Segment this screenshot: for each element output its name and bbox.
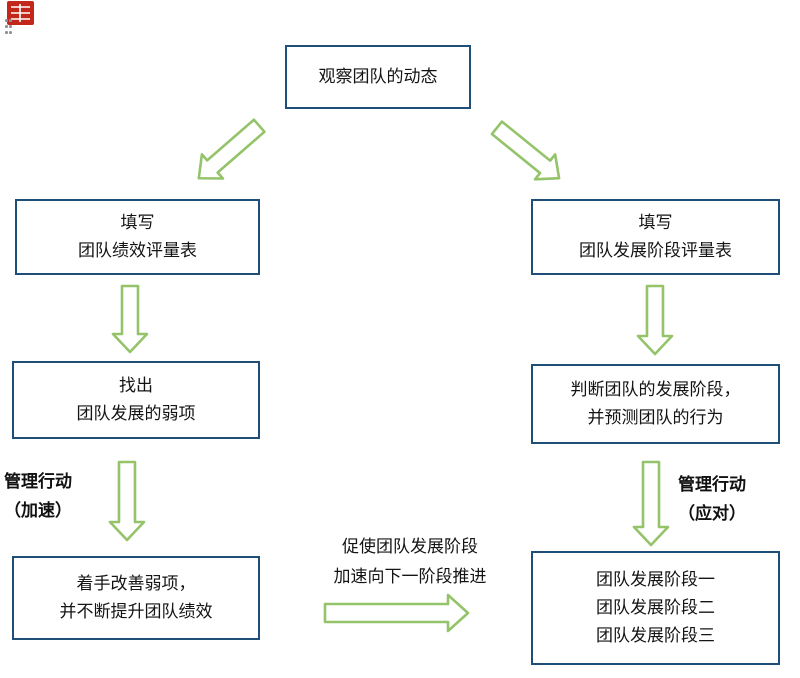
node-text-line: 找出 [119, 375, 153, 395]
node-text-line: 团队发展阶段一 [596, 569, 715, 589]
node-development-stages: 团队发展阶段一 团队发展阶段二 团队发展阶段三 [531, 551, 780, 665]
label-line: 管理行动 [4, 472, 72, 491]
arrow-right-center-icon [323, 593, 470, 633]
node-text-line: 填写 [638, 212, 673, 232]
label-line: （加速） [4, 500, 72, 520]
node-improve-weakness: 着手改善弱项， 并不断提升团队绩效 [12, 556, 260, 640]
node-text-line: 团队发展阶段二 [596, 597, 715, 617]
label-line: （应对） [678, 503, 746, 523]
node-text-line: 团队发展的弱项 [76, 404, 196, 423]
arrow-down-right-col2-icon [632, 460, 670, 547]
node-judge-stage: 判断团队的发展阶段， 并预测团队的行为 [531, 364, 780, 444]
label-management-action-accelerate: 管理行动 （加速） [4, 468, 104, 526]
seal-icon [7, 1, 34, 25]
arrow-down-left-icon [197, 118, 266, 180]
arrow-down-right-col1-icon [636, 284, 674, 356]
node-text-line: 团队发展阶段评量表 [579, 241, 732, 260]
label-line: 管理行动 [678, 475, 746, 494]
label-management-action-respond: 管理行动 （应对） [678, 471, 778, 529]
node-text-line: 团队绩效评量表 [78, 241, 197, 260]
node-fill-stage-form: 填写 团队发展阶段评量表 [531, 199, 780, 275]
node-text-line: 填写 [120, 212, 155, 232]
arrow-down-right-icon [490, 120, 561, 181]
node-text-line: 观察团队的动态 [318, 66, 438, 86]
node-text-line: 并不断提升团队绩效 [59, 602, 213, 621]
node-text-line: 着手改善弱项， [76, 573, 196, 593]
node-find-weakness: 找出 团队发展的弱项 [12, 361, 260, 439]
node-fill-performance-form: 填写 团队绩效评量表 [15, 199, 260, 275]
node-text-line: 团队发展阶段三 [596, 626, 715, 646]
label-line: 促使团队发展阶段 [342, 537, 478, 556]
node-text-line: 判断团队的发展阶段， [570, 379, 741, 399]
label-line: 加速向下一阶段推进 [333, 566, 487, 586]
arrow-down-left-col1-icon [111, 284, 149, 354]
arrow-down-left-col2-icon [108, 460, 146, 542]
node-observe-team-dynamics: 观察团队的动态 [285, 45, 471, 109]
node-text-line: 并预测团队的行为 [587, 408, 724, 427]
drag-handle-icon[interactable] [5, 19, 13, 37]
label-center-note: 促使团队发展阶段 加速向下一阶段推进 [305, 532, 515, 592]
